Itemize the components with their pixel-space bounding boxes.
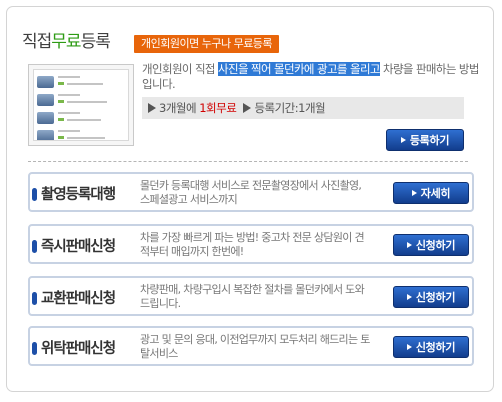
bullet-icon: [32, 240, 37, 253]
details-button[interactable]: 자세히: [393, 182, 469, 204]
arrow-right-icon: [411, 190, 417, 196]
service-instant-sale: 즉시판매신청 차를 가장 빠르게 파는 방법! 중고차 전문 상담원이 견적부터…: [28, 224, 474, 264]
service-label: 촬영등록대행: [41, 187, 116, 203]
intro-description: 개인회원이 직접 사진을 찍어 몰던카에 광고를 올리고 차량을 판매하는 방법…: [142, 62, 480, 91]
bullet-icon: [32, 188, 37, 201]
arrow-right-icon: [400, 137, 406, 143]
service-description: 광고 및 문의 응대, 이전업무까지 모두처리 해드리는 토탈서비스: [140, 333, 370, 360]
service-description: 차를 가장 빠르게 파는 방법! 중고차 전문 상담원이 견적부터 매입까지 한…: [140, 231, 365, 258]
arrow-right-icon: [406, 242, 412, 248]
service-label: 즉시판매신청: [41, 239, 116, 255]
free-count: 1회무료: [199, 101, 237, 115]
divider: [28, 161, 468, 162]
triangle-icon: [243, 103, 252, 113]
description-highlight: 사진을 찍어 몰던카에 광고를 올리고: [217, 62, 381, 76]
service-label: 위탁판매신청: [41, 341, 116, 357]
apply-button[interactable]: 신청하기: [393, 286, 469, 308]
arrow-right-icon: [406, 344, 412, 350]
service-description: 몰던카 등록대행 서비스로 전문촬영장에서 사진촬영, 스페셜광고 서비스까지: [140, 179, 362, 206]
register-button[interactable]: 등록하기: [386, 129, 464, 151]
service-consignment-sale: 위탁판매신청 광고 및 문의 응대, 이전업무까지 모두처리 해드리는 토탈서비…: [28, 326, 474, 366]
page-title: 직접무료등록: [22, 32, 111, 52]
apply-button[interactable]: 신청하기: [393, 336, 469, 358]
service-exchange-sale: 교환판매신청 차량판매, 차량구입시 복잡한 절차를 몰던카에서 도와드립니다.…: [28, 276, 474, 316]
bullet-icon: [32, 342, 37, 355]
bullet-icon: [32, 292, 37, 305]
service-description: 차량판매, 차량구입시 복잡한 절차를 몰던카에서 도와드립니다.: [140, 283, 365, 310]
triangle-icon: [148, 103, 156, 113]
service-label: 교환판매신청: [41, 291, 116, 307]
apply-button[interactable]: 신청하기: [393, 234, 469, 256]
service-photo-registration: 촬영등록대행 몰던카 등록대행 서비스로 전문촬영장에서 사진촬영, 스페셜광고…: [28, 172, 474, 212]
free-badge: 개인회원이면 누구나 무료등록: [134, 35, 280, 53]
arrow-right-icon: [406, 294, 412, 300]
title-accent: 무료: [51, 32, 81, 52]
ad-thumbnail: [28, 64, 134, 146]
info-bar: 3개월에 1회무료 등록기간:1개월: [142, 97, 464, 119]
